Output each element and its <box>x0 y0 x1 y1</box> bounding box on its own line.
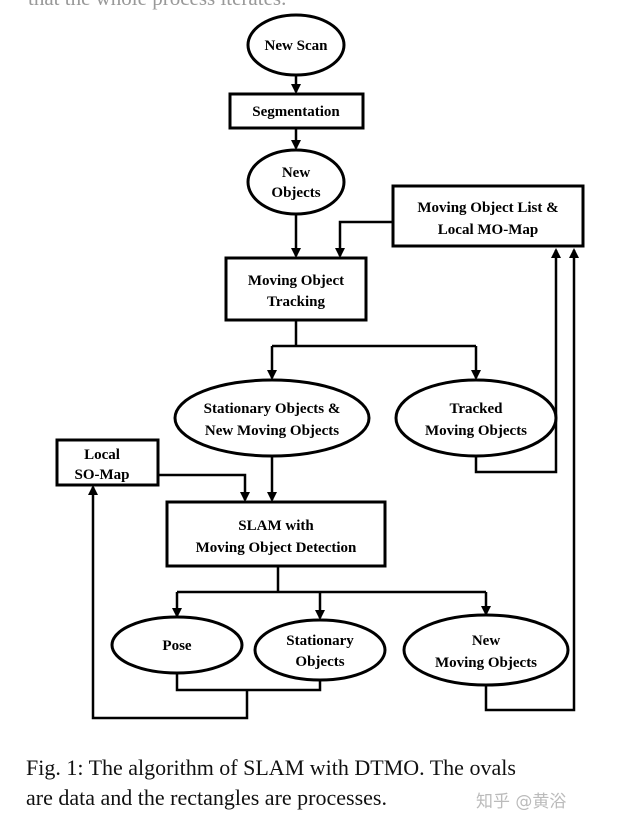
node-stationary-objects: Stationary Objects <box>253 618 387 682</box>
svg-text:New: New <box>282 165 310 181</box>
arrow-newmoving-to-molist <box>484 248 579 712</box>
split-slam <box>177 566 486 594</box>
arrow-pose-stationary-to-somap <box>93 487 322 720</box>
node-tracked-moving-objects: Tracked Moving Objects <box>394 378 558 458</box>
node-new-moving-objects: New Moving Objects <box>402 613 570 687</box>
figure-caption-line-1: Fig. 1: The algorithm of SLAM with DTMO.… <box>26 755 516 780</box>
node-moving-object-tracking: Moving Object Tracking <box>224 256 368 322</box>
svg-text:Objects: Objects <box>271 185 320 201</box>
svg-text:Segmentation: Segmentation <box>252 104 340 120</box>
svg-text:Local: Local <box>84 447 120 463</box>
node-pose: Pose <box>110 615 244 675</box>
node-new-scan: New Scan <box>246 13 346 77</box>
svg-text:New Moving Objects: New Moving Objects <box>205 423 339 439</box>
node-slam: SLAM with Moving Object Detection <box>165 500 387 568</box>
split-tracking <box>272 320 476 348</box>
figure-caption-line-2: are data and the rectangles are processe… <box>26 785 387 810</box>
svg-text:Objects: Objects <box>295 654 344 670</box>
svg-text:Pose: Pose <box>162 638 192 654</box>
clipped-body-text: that the whole process iterates. <box>28 0 286 11</box>
svg-text:Stationary: Stationary <box>286 633 354 649</box>
node-moving-object-list: Moving Object List & Local MO-Map <box>391 184 585 248</box>
arrow-molist-to-tracking <box>335 220 393 258</box>
node-stationary-and-new-moving: Stationary Objects & New Moving Objects <box>173 378 371 458</box>
arrow-somap-to-slam <box>158 473 250 502</box>
flowchart-diagram: New Scan Segmentation New Objects Moving… <box>55 13 585 720</box>
svg-text:SLAM with: SLAM with <box>238 518 314 534</box>
svg-text:Moving Object Detection: Moving Object Detection <box>196 540 357 556</box>
watermark: 知乎 @黄浴 <box>476 792 567 812</box>
svg-text:Tracking: Tracking <box>267 294 326 310</box>
svg-text:Moving Objects: Moving Objects <box>435 655 537 671</box>
arrow-tracked-to-molist <box>474 248 561 474</box>
svg-text:SO-Map: SO-Map <box>74 467 129 483</box>
svg-text:Tracked: Tracked <box>449 401 503 417</box>
svg-text:Local MO-Map: Local MO-Map <box>438 222 538 238</box>
svg-text:New: New <box>472 633 500 649</box>
connectors <box>93 75 579 720</box>
svg-text:Moving Object: Moving Object <box>248 273 344 289</box>
node-new-objects: New Objects <box>246 148 346 216</box>
svg-text:New Scan: New Scan <box>265 38 329 54</box>
node-segmentation: Segmentation <box>228 92 365 130</box>
svg-text:Moving Objects: Moving Objects <box>425 423 527 439</box>
svg-text:Moving Object List &: Moving Object List & <box>417 200 558 216</box>
svg-text:Stationary Objects &: Stationary Objects & <box>204 401 341 417</box>
node-local-so-map: Local SO-Map <box>55 438 160 487</box>
